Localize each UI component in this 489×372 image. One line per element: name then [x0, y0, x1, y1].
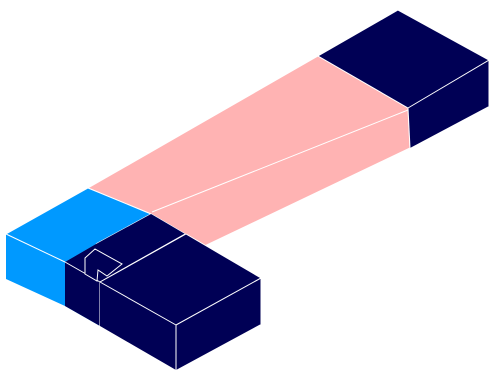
- large-navy-block-back-edge-4: [317, 55, 409, 109]
- arrow-indicator: [84, 248, 123, 282]
- large-navy-block-back-edge-1: [317, 9, 399, 57]
- large-navy-block-front-right: [176, 278, 261, 370]
- large-navy-block-front-left: [100, 282, 176, 370]
- large-navy-block-front-top: [100, 234, 261, 325]
- large-navy-block-back-top: [318, 10, 489, 108]
- blue-tile-top-edge: [5, 187, 89, 235]
- large-navy-block-back-edge-2: [397, 9, 489, 61]
- large-navy-block-front-edge-4: [99, 281, 177, 326]
- blue-tile-left-face: [6, 234, 65, 306]
- blue-tile-right-edge: [87, 187, 152, 215]
- large-navy-block-back-edge-5: [407, 107, 411, 149]
- large-navy-block-back-edge-3: [407, 59, 489, 109]
- large-navy-block-front-edge-2: [185, 233, 262, 279]
- large-navy-block-back-left: [408, 60, 489, 148]
- large-navy-block-front-edge-3: [175, 277, 262, 326]
- arrow-head: [84, 248, 123, 282]
- large-navy-block-back: [317, 9, 489, 149]
- large-navy-block-front: [99, 233, 262, 370]
- pink-slab-crease-line: [151, 109, 409, 213]
- blue-tile-front-edge: [5, 233, 66, 263]
- large-navy-block-front-edge-1: [99, 233, 187, 283]
- blue-tile-top-face: [6, 188, 151, 262]
